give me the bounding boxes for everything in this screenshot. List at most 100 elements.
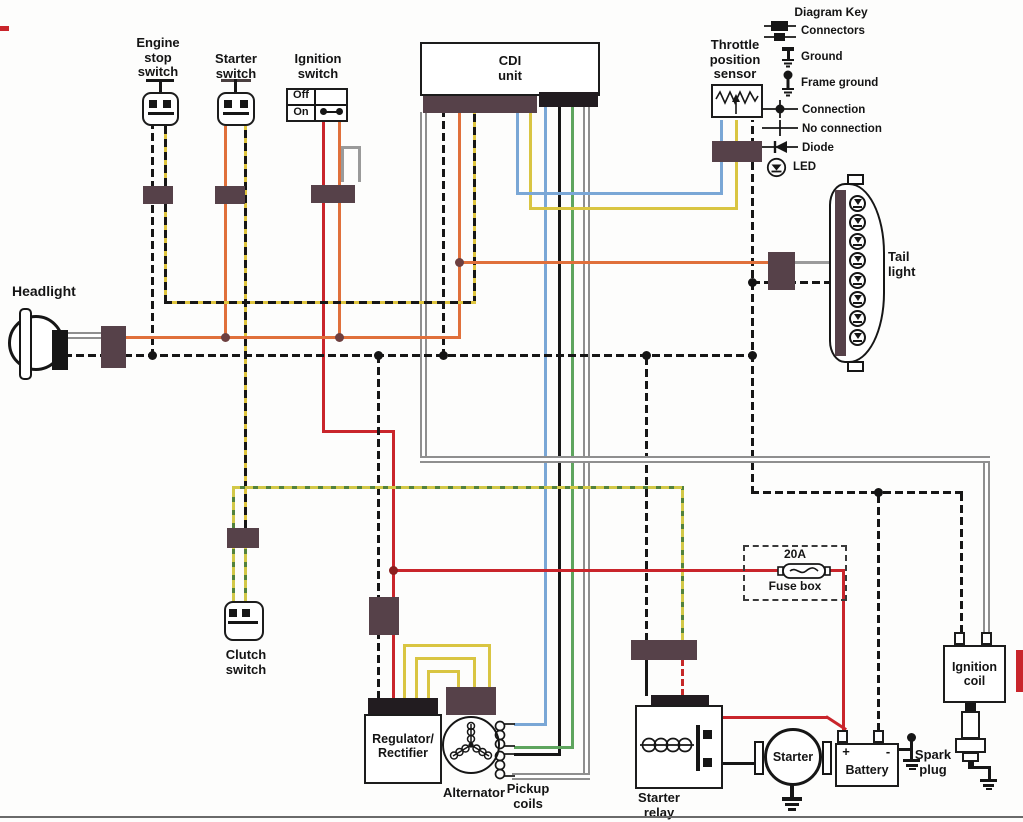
wire-ignition-red-upper	[322, 122, 325, 433]
spare-connector-clip	[341, 146, 361, 182]
relay-contact	[703, 758, 712, 767]
wire-bus-black-white	[64, 354, 754, 357]
starter-switch-label: Starter switch	[215, 51, 257, 81]
alternator-coils-icon	[449, 721, 493, 760]
battery-negative-post	[873, 730, 884, 743]
wire-black-to-relay	[645, 355, 648, 641]
engine-stop-switch-body	[142, 92, 179, 126]
frame-ground-bar	[906, 764, 918, 767]
key-diode-label: Diode	[802, 142, 834, 154]
clutch-switch-label: Clutch switch	[225, 647, 267, 677]
frame-ground-bar	[903, 759, 920, 762]
wire-cdi-yellow	[529, 107, 532, 210]
ignition-row-on: On	[293, 106, 309, 118]
spark-plug-hex	[955, 738, 986, 753]
wire-cdi-black-white	[442, 112, 445, 357]
wire-cdi-blue-2	[544, 107, 547, 726]
starter-bracket-left	[754, 741, 764, 775]
spark-plug-cap	[965, 703, 976, 712]
wire-cdi-black-yellow	[473, 112, 476, 304]
wire-clutch-right-yellow-green	[244, 548, 247, 601]
red-edge-mark	[1016, 650, 1023, 692]
wire-starter-switch-orange	[224, 126, 227, 338]
ignition-coil-terminal	[954, 632, 965, 645]
fuse-box-outline	[743, 545, 847, 601]
wire-cdi-white-pair-down	[420, 112, 427, 457]
connector-clutch	[227, 528, 259, 548]
ignition-table-row-divider	[288, 104, 346, 106]
diagram-key-title: Diagram Key	[794, 5, 868, 19]
junction-dot	[874, 488, 883, 497]
wire-tps-yellow	[735, 120, 738, 210]
clutch-switch-contact	[242, 609, 250, 617]
starter-body: Starter	[764, 728, 822, 786]
wire-yellow-elbow3-down	[457, 670, 460, 690]
spark-plug-label: Spark plug	[914, 747, 952, 777]
frame-ground-stem	[910, 740, 913, 760]
fuse-box-label: Fuse box	[768, 579, 822, 593]
no-connection-icon	[762, 120, 798, 136]
regulator-rectifier-label: Regulator/ Rectifier	[372, 732, 434, 760]
wire-cdi-blue-1	[516, 107, 519, 195]
key-no-connection-label: No connection	[802, 123, 882, 135]
starter-switch-contact	[240, 100, 248, 108]
wire-relay-black-stub	[645, 660, 648, 696]
connector-engine-stop	[143, 186, 173, 204]
wire-bus-white-pair	[420, 456, 990, 463]
wire-starter-clutch-black-yellow	[244, 126, 247, 528]
wire-yellow-elbow2-up	[415, 657, 418, 700]
wire-relay-red-white-stub	[681, 660, 684, 696]
tail-led	[849, 233, 866, 250]
wire-blue-to-tps	[516, 192, 723, 195]
spark-plug-tip	[968, 761, 974, 769]
tail-led	[849, 329, 866, 346]
clutch-switch-bar	[228, 621, 258, 624]
junction-dot-orange	[335, 333, 344, 342]
connector-regulator-top	[368, 698, 438, 714]
engine-stop-contact	[163, 100, 171, 108]
starter-switch-bar	[223, 112, 249, 115]
battery-positive-post	[837, 730, 848, 743]
key-connectors-label: Connectors	[801, 25, 865, 37]
tail-light-tab-bottom	[847, 361, 864, 372]
wire-ignition-orange	[338, 122, 341, 338]
wire-yellow-elbow1-up	[403, 644, 406, 700]
wire-red-to-regulator	[392, 430, 395, 700]
wire-black-to-battery-neg	[877, 491, 880, 731]
starter-bracket-right	[822, 741, 832, 775]
key-frame-ground-label: Frame ground	[801, 77, 879, 89]
connector-regulator-feed	[369, 597, 399, 635]
wire-cdi-white-pair-pickup	[583, 107, 590, 780]
engine-stop-switch-stem	[159, 79, 162, 93]
junction-dot	[748, 351, 757, 360]
engine-stop-contact	[149, 100, 157, 108]
starter-ground-stem	[790, 785, 794, 798]
wire-tps-black-white	[751, 120, 754, 494]
wire-yellow-elbow2-across	[415, 657, 476, 660]
regulator-rectifier-box	[364, 714, 442, 784]
connection-icon	[762, 100, 798, 118]
tps-label: Throttle position sensor	[709, 37, 761, 82]
tail-led	[849, 310, 866, 327]
wire-white-pickup	[512, 773, 590, 780]
fuse-rating-label: 20A	[783, 547, 806, 561]
headlight-label: Headlight	[12, 283, 76, 299]
wire-bus-orange	[124, 336, 461, 339]
connector-ignition-switch	[311, 185, 355, 203]
ignition-table-col-divider	[314, 90, 316, 120]
wire-yellow-elbow3-across	[427, 670, 460, 673]
wire-yellow-to-tps	[529, 207, 738, 210]
cdi-unit-label: CDI unit	[498, 53, 522, 83]
tail-led	[849, 291, 866, 308]
wire-black-right-run	[751, 491, 963, 494]
spark-plug-insulator	[961, 711, 980, 739]
junction-dot-orange	[455, 258, 464, 267]
headlight-lens-bar	[19, 308, 32, 380]
wire-yellow-elbow1-across	[403, 644, 491, 647]
ignition-contact-dot	[336, 108, 343, 115]
clutch-switch-contact	[229, 609, 237, 617]
engine-stop-bar	[148, 112, 174, 115]
frame-ground-dot	[907, 733, 916, 742]
wire-red-jog	[323, 430, 395, 433]
led-icon	[766, 157, 787, 178]
